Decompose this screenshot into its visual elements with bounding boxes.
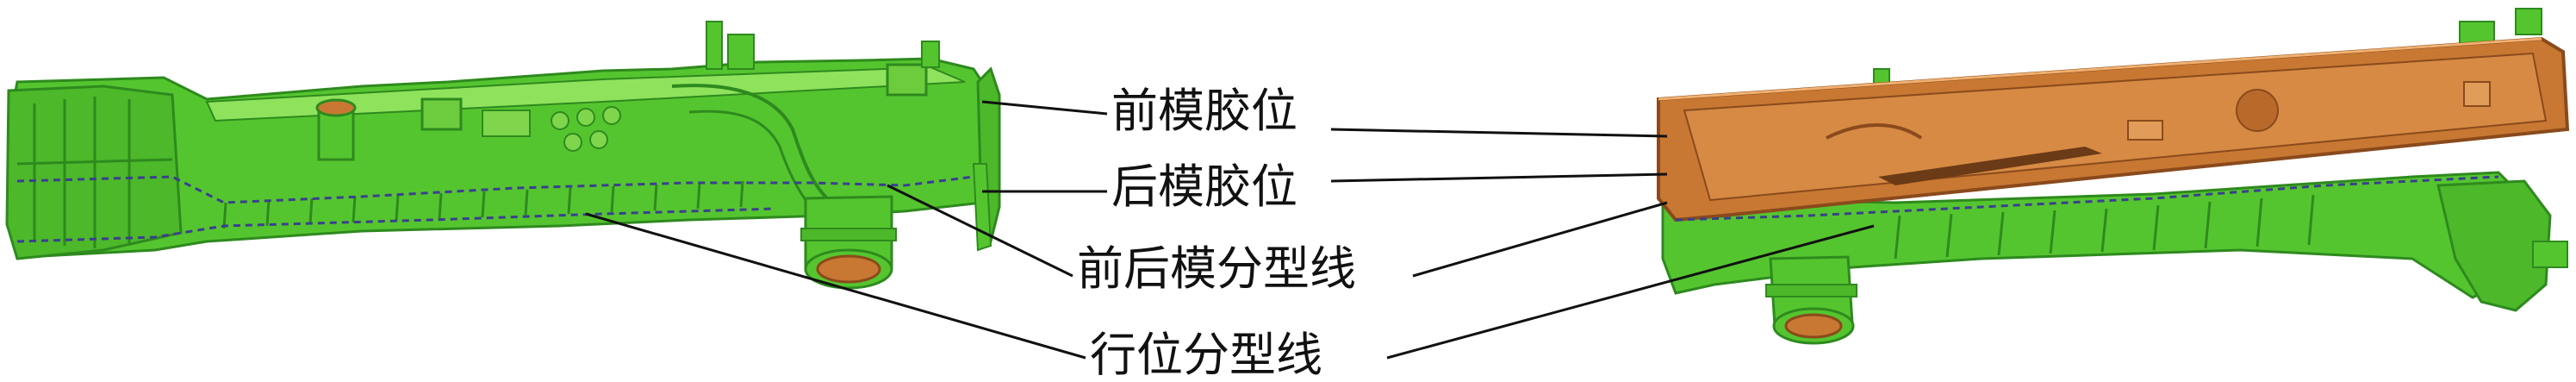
left-top-inlet xyxy=(315,98,357,161)
right-inner-rib-dark xyxy=(1878,147,2102,185)
right-green-body xyxy=(1661,171,2526,299)
label-front-mold-cavity: 前模胶位 xyxy=(1111,84,1297,138)
leader-slide-right xyxy=(1386,224,1875,360)
right-inner-pad xyxy=(2127,120,2163,141)
label-front-rear-parting-line: 前后模分型线 xyxy=(1077,241,1356,296)
right-inner-curve xyxy=(1826,123,1923,140)
left-outlet-pipe xyxy=(800,195,897,290)
right-end-bracket xyxy=(2436,179,2552,312)
right-parting-line xyxy=(1675,175,2499,222)
left-end-ribs xyxy=(16,97,173,248)
leader-fr-right xyxy=(1412,201,1668,278)
right-tank-part xyxy=(1657,8,2570,345)
leader-front-right xyxy=(1330,128,1668,138)
leader-front-left xyxy=(981,100,1108,116)
right-tray-floor xyxy=(1683,52,2548,202)
left-curved-channel-inner xyxy=(688,110,807,201)
right-end-tab xyxy=(2532,241,2568,268)
leader-fr-left xyxy=(887,184,1073,278)
left-square-window xyxy=(420,97,463,131)
right-outlet-pipe xyxy=(1765,255,1857,345)
left-parting-line-slider xyxy=(16,207,776,243)
right-inner-boss xyxy=(2236,89,2279,132)
left-parting-line-front-rear xyxy=(16,175,974,204)
right-inner-square xyxy=(2463,81,2491,107)
leader-rear-right xyxy=(1330,172,1668,183)
right-tray-rim xyxy=(1658,37,2542,101)
left-bosses xyxy=(551,106,621,152)
leader-lines xyxy=(585,100,1875,360)
left-top-face xyxy=(205,66,966,122)
left-top-tabs xyxy=(706,21,940,70)
label-rear-mold-cavity: 后模胶位 xyxy=(1111,160,1297,214)
leader-slide-left xyxy=(585,212,1086,360)
left-logo-plate xyxy=(482,110,531,137)
label-slider-parting-line: 行位分型线 xyxy=(1090,328,1322,382)
left-bottom-ribs xyxy=(222,180,744,229)
left-tank-part xyxy=(5,21,1001,290)
left-curved-channel xyxy=(671,84,829,200)
right-square-window xyxy=(886,63,928,97)
right-bottom-ribs xyxy=(1894,194,2315,260)
